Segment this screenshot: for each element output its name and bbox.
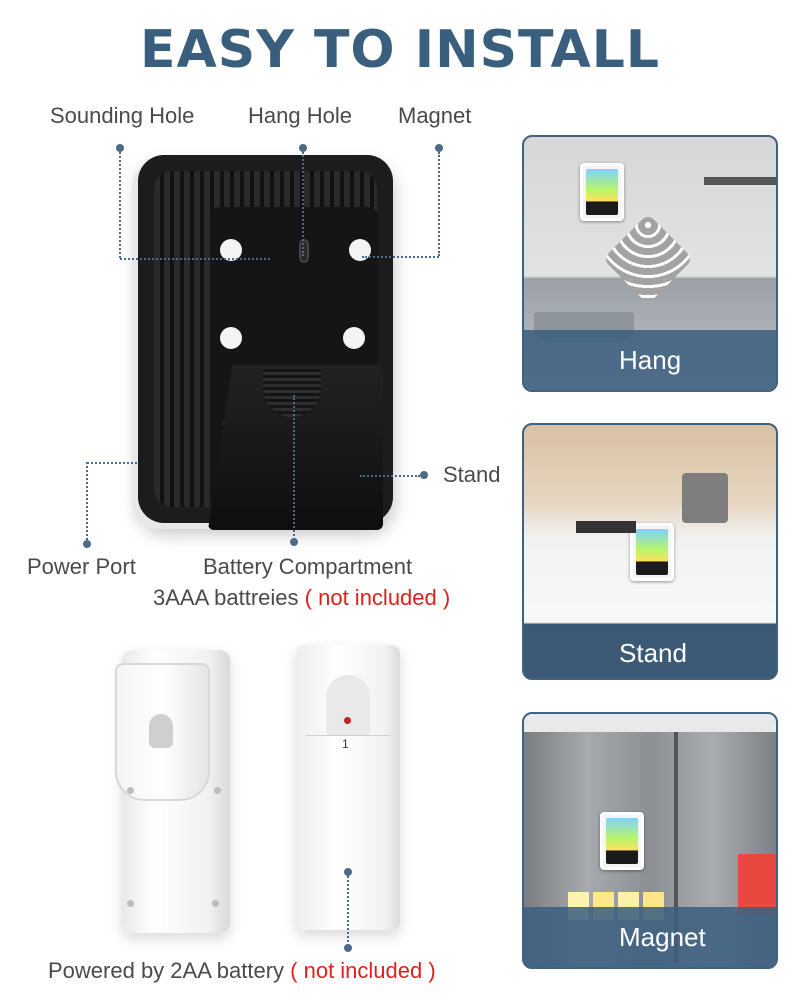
stand-label: Stand [443, 462, 501, 487]
hang-hole-dot [299, 144, 307, 152]
hang-caption: Hang [524, 330, 776, 390]
battery-not-included: ( not included ) [304, 585, 451, 610]
stand-grip [263, 369, 321, 417]
page-title: EASY TO INSTALL [139, 20, 661, 80]
screw-icon [212, 900, 219, 907]
stand-device-image [630, 523, 674, 581]
device-stand [208, 365, 383, 530]
photo-stand: Stand [522, 423, 778, 680]
battery-note-text: 3AAA battreies [153, 585, 299, 610]
shopping-list [738, 854, 776, 914]
power-port-line-v [86, 462, 88, 544]
fridge-top-strip [524, 714, 776, 732]
stand-dot [420, 471, 428, 479]
magnet-dot [435, 144, 443, 152]
stand-line [360, 475, 420, 477]
magnet-label: Magnet [398, 103, 472, 128]
power-port-line-h [87, 462, 137, 464]
keyhole-icon [149, 714, 173, 748]
battery-dot [290, 538, 298, 546]
sensor-power-note: Powered by 2AA battery ( not included ) [48, 958, 436, 984]
magnet-line-h [362, 256, 439, 258]
sounding-hole-line-h [120, 258, 270, 260]
sounding-hole-line-v [119, 152, 121, 258]
sensor-battery-dot-bottom [344, 944, 352, 952]
magnet-line-v [438, 152, 440, 256]
power-port-dot [83, 540, 91, 548]
hang-hole-line [302, 152, 304, 256]
screw-icon [127, 787, 134, 794]
power-port-label: Power Port [27, 554, 136, 579]
sensor-battery-dot-top [344, 868, 352, 876]
photo-magnet: Magnet [522, 712, 778, 969]
magnet-device-image [600, 812, 644, 870]
led-indicator-icon [344, 717, 351, 724]
battery-note: 3AAA battreies ( not included ) [153, 585, 450, 611]
mount-hole-top-right [349, 239, 371, 261]
coffee-machine [682, 473, 728, 523]
battery-compartment-label: Battery Compartment [203, 554, 413, 579]
screw-icon [214, 787, 221, 794]
hang-hole-label: Hang Hole [248, 103, 352, 128]
sounding-hole-label: Sounding Hole [50, 103, 195, 128]
sensor-top-cap [326, 675, 370, 735]
fridge-gap [674, 732, 678, 962]
battery-door-seam [306, 735, 390, 736]
hang-device-image [580, 163, 624, 221]
sensor-not-included: ( not included ) [290, 958, 436, 983]
mount-hole-top-left [220, 239, 242, 261]
stove [576, 521, 636, 533]
sounding-hole-dot [116, 144, 124, 152]
knife-rack [704, 177, 776, 185]
mount-hole-bottom-left [220, 327, 242, 349]
potholder [602, 213, 694, 305]
screw-icon [127, 900, 134, 907]
stand-caption: Stand [524, 624, 776, 678]
magnet-caption: Magnet [524, 907, 776, 967]
hang-hole-slot [299, 239, 309, 263]
mount-hole-bottom-right [343, 327, 365, 349]
sensor-channel-number: 1 [342, 737, 349, 751]
photo-hang: Hang [522, 135, 778, 392]
sensor-power-text: Powered by 2AA battery [48, 958, 285, 983]
battery-line [293, 395, 295, 540]
sensor-battery-line [347, 876, 349, 946]
